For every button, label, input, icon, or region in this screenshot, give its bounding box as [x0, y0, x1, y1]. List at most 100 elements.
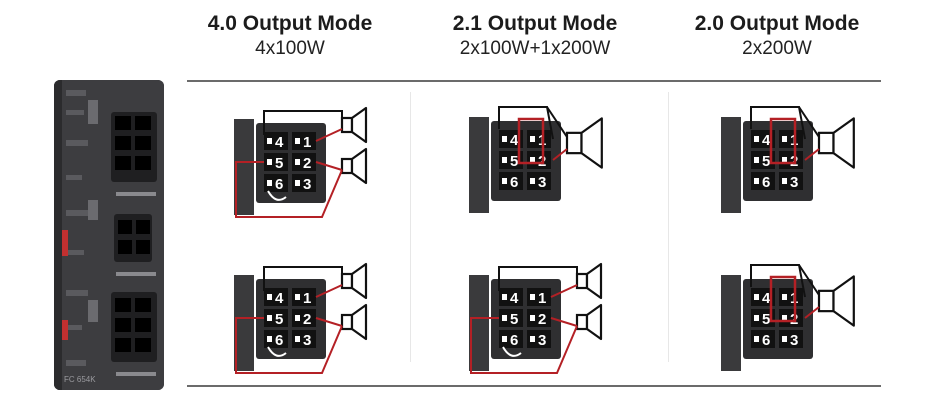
bridge-outline — [769, 117, 797, 165]
pin-dot — [782, 136, 787, 142]
pin-label: 5 — [510, 153, 518, 170]
pin-label: 1 — [303, 134, 311, 151]
pin-dot — [267, 336, 272, 342]
speaker-icon — [340, 303, 368, 341]
pin-dot — [754, 294, 759, 300]
mode-subtitle: 4x100W — [255, 38, 325, 59]
pin-label: 4 — [762, 290, 771, 307]
speaker-wire — [235, 161, 343, 218]
pin-label: 4 — [275, 290, 284, 307]
mode-header-2-1: 2.1 Output Mode 2x100W+1x200W — [418, 12, 652, 62]
mode-header-2-0: 2.0 Output Mode 2x200W — [672, 12, 882, 62]
bottom-divider-line — [187, 385, 881, 387]
pin-socket — [264, 153, 288, 171]
pin-dot — [295, 336, 300, 342]
board-model-label: FC 654K — [64, 375, 96, 384]
pin-socket — [292, 132, 316, 150]
mode-header-4-0: 4.0 Output Mode 4x100W — [187, 12, 393, 62]
pcb-edge — [234, 119, 254, 215]
pin-socket — [264, 288, 288, 306]
pin-socket — [499, 309, 523, 327]
speaker-wire — [798, 106, 820, 138]
pin-label: 6 — [275, 176, 283, 193]
pin-dot — [530, 294, 535, 300]
speaker-wire — [498, 266, 578, 291]
speaker-wire — [804, 306, 820, 319]
pin-socket — [751, 288, 775, 306]
pin-socket — [264, 174, 288, 192]
pin-socket — [779, 288, 803, 306]
speaker-icon — [565, 117, 603, 169]
pin-dot — [782, 315, 787, 321]
pin-dot — [754, 136, 759, 142]
pin-dot — [530, 315, 535, 321]
speaker-cone — [832, 275, 855, 327]
speaker-magnet — [340, 313, 354, 331]
pin-label: 3 — [303, 332, 311, 349]
pin-dot — [267, 138, 272, 144]
mode-subtitle: 2x100W+1x200W — [459, 38, 611, 59]
pin-dot — [502, 178, 507, 184]
bridge-outline — [517, 117, 545, 165]
pin-socket — [527, 172, 551, 190]
speaker-magnet — [565, 131, 583, 155]
pin-socket — [264, 330, 288, 348]
speaker-wire — [798, 264, 820, 296]
speaker-icon — [817, 117, 855, 169]
pin-label: 5 — [762, 153, 770, 170]
speaker-cone — [350, 262, 368, 300]
pin-socket — [292, 330, 316, 348]
pin-dot — [502, 294, 507, 300]
pin-label: 3 — [538, 174, 546, 191]
pin-label: 2 — [303, 311, 311, 328]
speaker-wire — [750, 106, 806, 140]
top-divider-line — [187, 80, 881, 82]
pcb-edge — [234, 275, 254, 371]
pin-label: 5 — [762, 311, 770, 328]
speaker-wire — [502, 346, 522, 357]
pin-dot — [754, 336, 759, 342]
pcb-edge — [469, 275, 489, 371]
speaker-cone — [580, 117, 603, 169]
pin-label: 6 — [762, 174, 770, 191]
pin-label: 3 — [790, 332, 798, 349]
speaker-wire — [315, 317, 343, 327]
pin-socket — [499, 130, 523, 148]
pin-socket — [527, 330, 551, 348]
speaker-wire — [550, 284, 578, 298]
speaker-wire — [267, 190, 287, 201]
pin-socket — [779, 330, 803, 348]
speaker-wire — [750, 264, 806, 298]
speaker-icon — [575, 262, 603, 300]
pin-label: 1 — [538, 290, 546, 307]
speaker-icon — [340, 106, 368, 144]
speaker-cone — [350, 147, 368, 185]
pin-socket — [779, 172, 803, 190]
mode-title: 2.0 Output Mode — [694, 12, 860, 35]
pin-label: 3 — [538, 332, 546, 349]
speaker-wire — [235, 317, 343, 374]
amplifier-board-graphic: FC 654K — [54, 80, 164, 390]
pin-socket — [779, 130, 803, 148]
pin-label: 5 — [275, 155, 283, 172]
speaker-cone — [832, 117, 855, 169]
pin-dot — [267, 180, 272, 186]
speaker-wire — [552, 148, 568, 161]
pin-socket — [499, 151, 523, 169]
pin-socket — [527, 288, 551, 306]
pin-dot — [502, 136, 507, 142]
pin-socket — [751, 309, 775, 327]
pin-label: 5 — [510, 311, 518, 328]
speaker-wire — [315, 284, 343, 298]
pin-dot — [754, 315, 759, 321]
